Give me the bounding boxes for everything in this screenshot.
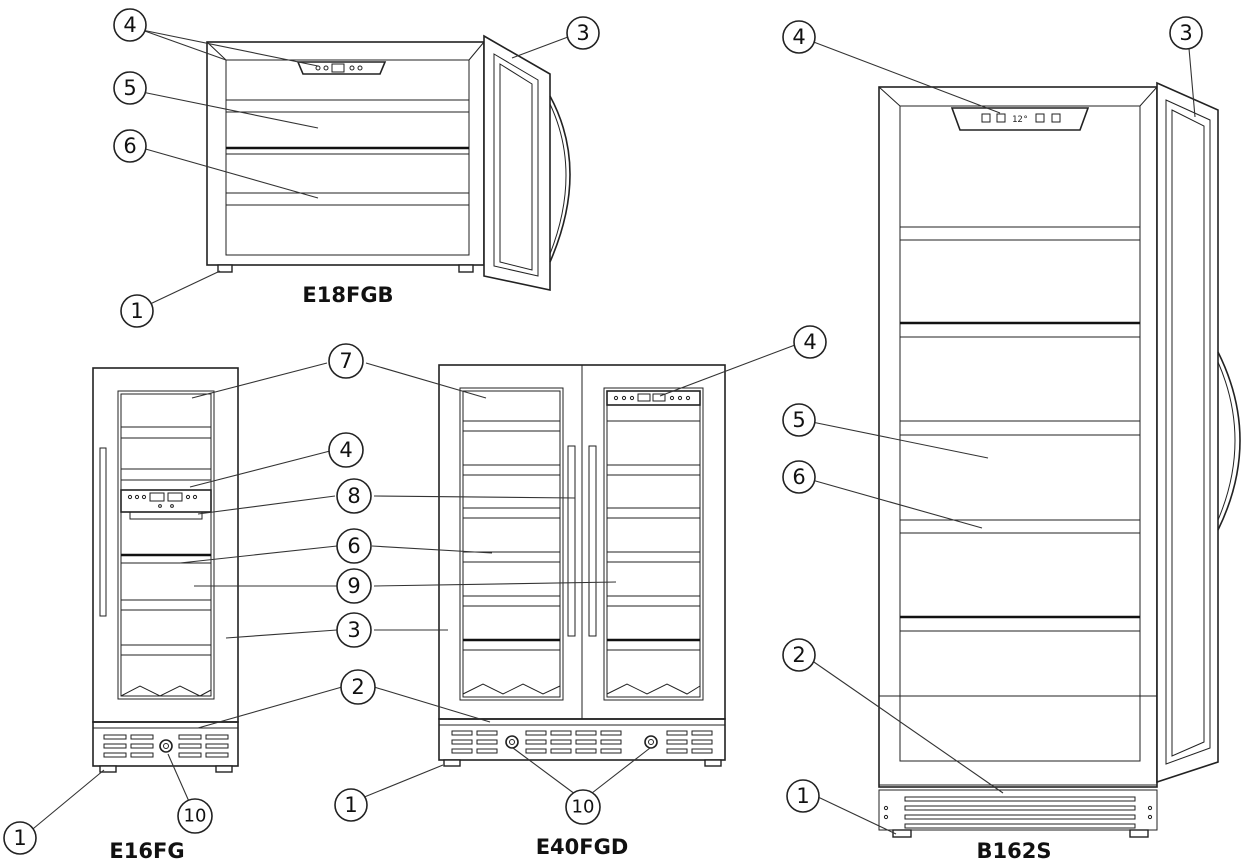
callout-10-e16fg: 10 xyxy=(177,798,213,834)
svg-text:3: 3 xyxy=(576,21,589,45)
svg-text:2: 2 xyxy=(351,675,364,699)
svg-text:6: 6 xyxy=(347,534,360,558)
callout-1-e40fgd: 1 xyxy=(334,788,368,822)
callout-5-b162s: 5 xyxy=(782,403,816,437)
svg-text:10: 10 xyxy=(184,806,207,827)
svg-text:4: 4 xyxy=(123,13,136,37)
callouts: 4 3 5 6 1 4 3 5 6 2 1 7 4 4 8 6 9 3 2 1 … xyxy=(3,8,1203,855)
svg-text:6: 6 xyxy=(123,134,136,158)
b162s-vent-grille xyxy=(904,796,1136,829)
callout-6-e16fg-e40fgd: 6 xyxy=(336,528,372,564)
svg-text:10: 10 xyxy=(572,797,595,818)
callout-9: 9 xyxy=(336,568,372,604)
svg-text:2: 2 xyxy=(792,643,805,667)
callout-5-e18fgb: 5 xyxy=(113,71,147,105)
e40fgd-vent-grille xyxy=(451,730,713,754)
svg-text:4: 4 xyxy=(803,330,816,354)
svg-text:3: 3 xyxy=(1179,21,1192,45)
svg-text:1: 1 xyxy=(130,299,143,323)
callout-10-e40fgd: 10 xyxy=(565,789,601,825)
svg-text:4: 4 xyxy=(792,25,805,49)
svg-text:5: 5 xyxy=(792,408,805,432)
callout-1-b162s: 1 xyxy=(786,779,820,813)
model-label-b162s: B162S xyxy=(977,839,1052,862)
callout-2-b162s: 2 xyxy=(782,638,816,672)
callout-1-e18fgb: 1 xyxy=(120,294,154,328)
unit-e18fgb: E18FGB xyxy=(206,34,571,307)
svg-text:9: 9 xyxy=(347,574,360,598)
svg-text:3: 3 xyxy=(347,618,360,642)
callout-6-e18fgb: 6 xyxy=(113,129,147,163)
callout-8: 8 xyxy=(336,478,372,514)
svg-text:1: 1 xyxy=(13,826,26,850)
callout-4-e18fgb: 4 xyxy=(113,8,147,42)
unit-e40fgd: E40FGD xyxy=(438,364,726,859)
callout-4-b162s: 4 xyxy=(782,20,816,54)
svg-text:6: 6 xyxy=(792,465,805,489)
leader-lines xyxy=(27,29,1196,835)
svg-text:8: 8 xyxy=(347,484,360,508)
callout-3-e16fg-e40fgd: 3 xyxy=(336,612,372,648)
callout-7: 7 xyxy=(328,343,364,379)
b162s-temperature-display: 12° xyxy=(1012,115,1028,125)
model-label-e40fgd: E40FGD xyxy=(536,835,629,859)
e40fgd-control-panel xyxy=(613,393,691,402)
callout-4-e40fgd: 4 xyxy=(793,325,827,359)
b162s-control-panel: 12° xyxy=(981,113,1061,125)
svg-text:1: 1 xyxy=(796,784,809,808)
callout-2-e16fg-e40fgd: 2 xyxy=(340,669,376,705)
callout-6-b162s: 6 xyxy=(782,460,816,494)
svg-text:4: 4 xyxy=(339,438,352,462)
svg-text:7: 7 xyxy=(339,349,352,373)
callout-3-e18fgb: 3 xyxy=(566,16,600,50)
model-label-e18fgb: E18FGB xyxy=(302,283,393,307)
callout-4-e16fg: 4 xyxy=(328,432,364,468)
e16fg-vent-grille xyxy=(103,734,229,758)
unit-e16fg: E16FG xyxy=(92,367,239,862)
e18fgb-control-panel xyxy=(315,63,363,73)
e16fg-control-panel xyxy=(127,492,198,508)
callout-1-e16fg: 1 xyxy=(3,821,37,855)
svg-text:5: 5 xyxy=(123,76,136,100)
callout-3-b162s: 3 xyxy=(1169,16,1203,50)
model-label-e16fg: E16FG xyxy=(109,839,184,862)
svg-text:1: 1 xyxy=(344,793,357,817)
unit-b162s: 12° xyxy=(878,81,1241,862)
